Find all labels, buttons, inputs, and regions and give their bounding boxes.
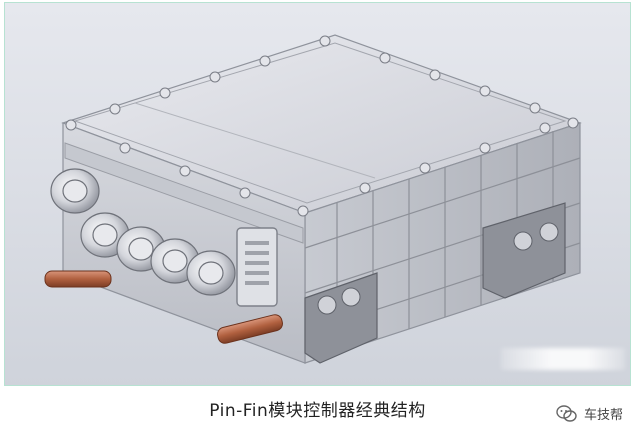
product-render-image <box>4 2 631 386</box>
wechat-icon <box>556 404 578 423</box>
source-watermark: 车技帮 <box>556 404 623 423</box>
figure-caption: Pin-Fin模块控制器经典结构 <box>209 401 426 421</box>
blurred-watermark-patch <box>501 348 625 370</box>
watermark-text: 车技帮 <box>583 408 623 423</box>
